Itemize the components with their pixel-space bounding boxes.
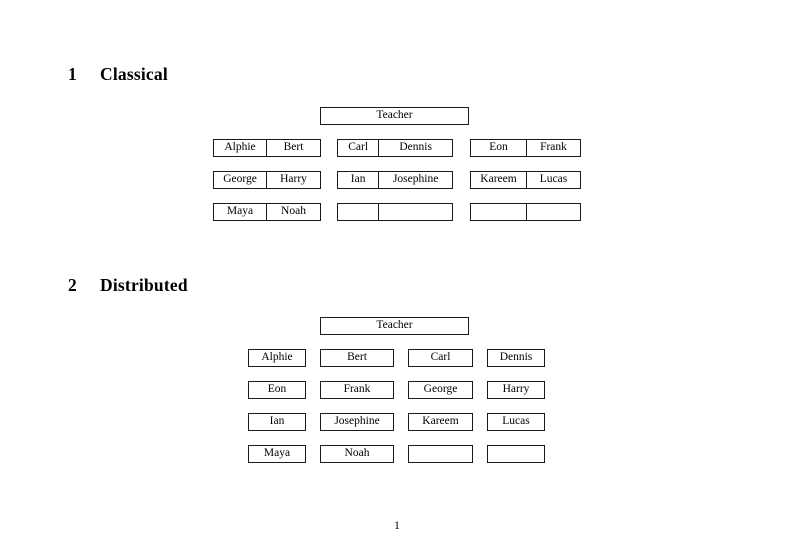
student-box-empty: [408, 445, 473, 463]
student-box: Dennis: [487, 349, 545, 367]
student-box: Frank: [320, 381, 394, 399]
student-box: Kareem: [408, 413, 473, 431]
table-row-empty: [337, 203, 453, 221]
table-row: Maya Noah: [213, 203, 321, 221]
table-row: Alphie Bert: [213, 139, 321, 157]
table-row-empty: [470, 203, 581, 221]
table-row: Kareem Lucas: [470, 171, 581, 189]
student-box: Carl: [408, 349, 473, 367]
student-cell-empty: [525, 204, 580, 220]
table-row: Eon Frank: [470, 139, 581, 157]
table-row: George Harry: [213, 171, 321, 189]
section-title: Classical: [100, 64, 168, 84]
student-box: Josephine: [320, 413, 394, 431]
teacher-box-classical: Teacher: [320, 107, 469, 125]
student-cell: George: [223, 173, 257, 186]
student-box: Bert: [320, 349, 394, 367]
section-number: 2: [68, 275, 77, 295]
student-cell-empty: [471, 204, 526, 220]
student-box: Noah: [320, 445, 394, 463]
student-cell: Frank: [525, 140, 580, 156]
student-box: Harry: [487, 381, 545, 399]
teacher-box-distributed: Teacher: [320, 317, 469, 335]
student-cell: Harry: [266, 172, 320, 188]
student-box: Maya: [248, 445, 306, 463]
student-cell: Carl: [348, 141, 369, 154]
student-cell: Noah: [266, 204, 320, 220]
section-heading-distributed: 2 Distributed: [68, 275, 188, 296]
table-row: Ian Josephine: [337, 171, 453, 189]
section-heading-classical: 1 Classical: [68, 64, 168, 85]
student-cell: Maya: [226, 205, 254, 218]
student-cell: Kareem: [480, 173, 517, 186]
student-box: Alphie: [248, 349, 306, 367]
student-cell: Ian: [350, 173, 366, 186]
student-box: Eon: [248, 381, 306, 399]
student-box: Lucas: [487, 413, 545, 431]
student-box: Ian: [248, 413, 306, 431]
student-cell: Lucas: [525, 172, 580, 188]
student-box: George: [408, 381, 473, 399]
student-box-empty: [487, 445, 545, 463]
table-row: Carl Dennis: [337, 139, 453, 157]
student-cell: Josephine: [378, 172, 452, 188]
student-cell: Dennis: [378, 140, 452, 156]
page-number: 1: [394, 520, 400, 532]
student-cell-empty: [338, 204, 378, 220]
section-title: Distributed: [100, 275, 188, 295]
section-number: 1: [68, 64, 77, 84]
student-cell: Alphie: [224, 141, 256, 154]
student-cell: Eon: [489, 141, 508, 154]
student-cell-empty: [378, 204, 452, 220]
student-cell: Bert: [266, 140, 320, 156]
